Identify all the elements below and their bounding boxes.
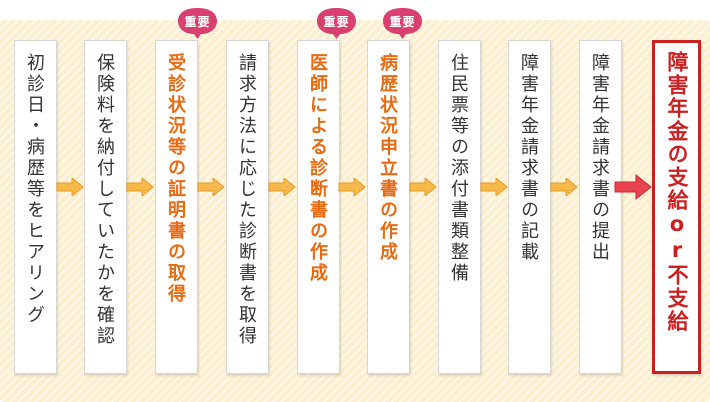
final-result-label: 障害年金の支給or不支給 [665, 51, 689, 333]
step-1-box: 初診日・病歴等をヒアリング [14, 40, 57, 374]
arrow-right-icon [126, 178, 154, 196]
step-2-label: 保険料を納付していたかを確認 [94, 53, 115, 347]
arrow-right-icon [550, 178, 578, 196]
important-badge-step-6: 重要 [380, 6, 425, 40]
important-badge-step-5: 重要 [314, 6, 359, 40]
step-9-label: 障害年金請求書の提出 [589, 53, 610, 263]
step-8-box: 障害年金請求書の記載 [508, 40, 551, 374]
step-9-box: 障害年金請求書の提出 [579, 40, 622, 374]
badge-label: 重要 [389, 15, 416, 29]
step-6-box: 病歴状況申立書の作成 [367, 40, 410, 374]
important-badge-step-3: 重要 [175, 6, 220, 40]
final-result-box: 障害年金の支給or不支給 [652, 40, 701, 374]
arrow-right-icon [268, 178, 296, 196]
final-arrow-right-icon [614, 174, 652, 200]
step-4-box: 請求方法に応じた診断書を取得 [226, 40, 269, 374]
badge-label: 重要 [184, 15, 211, 29]
step-6-label: 病歴状況申立書の作成 [377, 53, 398, 263]
step-7-box: 住民票等の添付書類整備 [438, 40, 481, 374]
arrow-right-icon [409, 178, 437, 196]
step-8-label: 障害年金請求書の記載 [518, 53, 539, 263]
arrow-right-icon [480, 178, 508, 196]
step-1-label: 初診日・病歴等をヒアリング [24, 53, 45, 326]
step-3-label: 受診状況等の証明書の取得 [165, 53, 186, 305]
step-5-box: 医師による診断書の作成 [297, 40, 340, 374]
step-4-label: 請求方法に応じた診断書を取得 [236, 53, 257, 347]
badge-label: 重要 [323, 15, 350, 29]
arrow-right-icon [56, 178, 84, 196]
step-2-box: 保険料を納付していたかを確認 [84, 40, 127, 374]
step-7-label: 住民票等の添付書類整備 [448, 53, 469, 284]
arrow-right-icon [338, 178, 366, 196]
arrow-right-icon [197, 178, 225, 196]
step-5-label: 医師による診断書の作成 [307, 53, 328, 284]
step-3-box: 受診状況等の証明書の取得 [155, 40, 198, 374]
